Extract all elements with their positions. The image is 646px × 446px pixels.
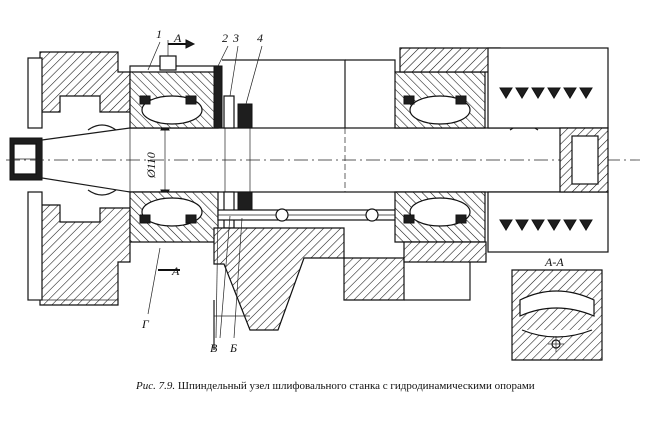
figure-number: Рис. 7.9.	[136, 380, 176, 392]
section-a-a-view	[511, 269, 603, 361]
belt-grooves-bottom	[499, 219, 593, 231]
callout-2: 2	[222, 31, 228, 45]
callout-1: 1	[156, 27, 162, 41]
figure-caption-text: Шпиндельный узел шлифовального станка с …	[177, 380, 535, 392]
section-a-a-title: А-А	[544, 255, 564, 269]
top-housing	[129, 40, 396, 128]
section-cut-marker-top: A	[168, 31, 196, 49]
left-end-cover	[27, 51, 131, 306]
leader-lines	[147, 41, 263, 339]
thrust-rings	[213, 65, 253, 229]
spindle-shaft	[6, 122, 640, 198]
section-mark-top: A	[173, 31, 182, 45]
right-hydrodynamic-bearing	[394, 47, 501, 263]
callout-4: 4	[257, 31, 263, 45]
callout-b: Б	[229, 341, 237, 355]
section-mark-bottom: A	[171, 264, 180, 278]
pulley	[487, 47, 609, 253]
left-spindle-nut	[9, 137, 43, 181]
belt-grooves-top	[499, 87, 593, 99]
callout-v: В	[210, 341, 218, 355]
callout-g: Г	[141, 317, 150, 331]
callout-3: 3	[232, 31, 239, 45]
figure-caption: Рис. 7.9. Шпиндельный узел шлифовального…	[136, 380, 606, 392]
diameter-dimension: Ø110	[144, 120, 170, 200]
section-cut-marker-bottom: A	[158, 264, 180, 278]
diameter-label: Ø110	[144, 152, 158, 179]
